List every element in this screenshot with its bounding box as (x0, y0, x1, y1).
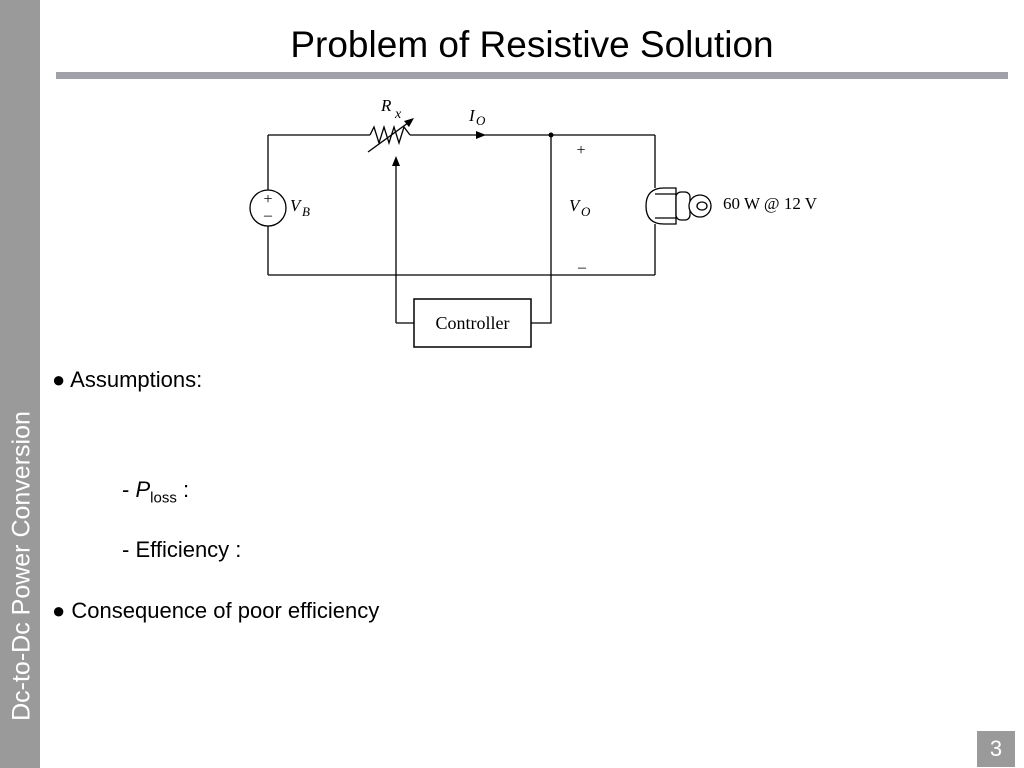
vb-subscript: B (302, 204, 310, 219)
bullet-efficiency: - Efficiency : (122, 537, 242, 562)
resistor-variable-arrowhead (404, 118, 414, 127)
lamp-icon (645, 187, 712, 225)
vo-label: V (569, 196, 582, 215)
vo-subscript: O (581, 204, 591, 219)
ploss-subscript: loss (150, 489, 177, 507)
control-arrowhead (392, 156, 400, 166)
io-subscript: O (476, 113, 486, 128)
controller-box (413, 298, 532, 348)
source-minus: – (263, 207, 273, 224)
io-label: I (468, 106, 476, 125)
resistor-rx (369, 124, 411, 146)
vo-plus: + (576, 142, 585, 159)
rx-label: R (380, 96, 392, 115)
ploss-prefix: - (122, 477, 136, 502)
sidebar: Dc-to-Dc Power Conversion (0, 0, 40, 768)
bullet-assumptions: ● Assumptions: (52, 367, 203, 392)
source-plus: + (263, 191, 272, 208)
rx-subscript: x (394, 107, 402, 122)
slide-title: Problem of Resistive Solution (290, 24, 774, 65)
ploss-suffix: : (176, 477, 190, 502)
resistor-variable-arrow (367, 119, 413, 153)
voltage-source (249, 189, 287, 227)
vo-minus: – (577, 259, 587, 276)
vb-label: V (290, 196, 303, 215)
page-number: 3 (977, 731, 1015, 767)
lamp-rating: 60 W @ 12 V (723, 194, 818, 213)
bullet-ploss: - Ploss : (122, 477, 189, 506)
current-arrowhead (476, 131, 486, 139)
junction-dot (548, 132, 554, 138)
controller-label: Controller (436, 313, 510, 333)
ploss-variable: P (135, 477, 151, 502)
title-rule (56, 72, 1008, 79)
wire-sense (531, 135, 552, 324)
bullet-consequence: ● Consequence of poor efficiency (52, 598, 380, 623)
